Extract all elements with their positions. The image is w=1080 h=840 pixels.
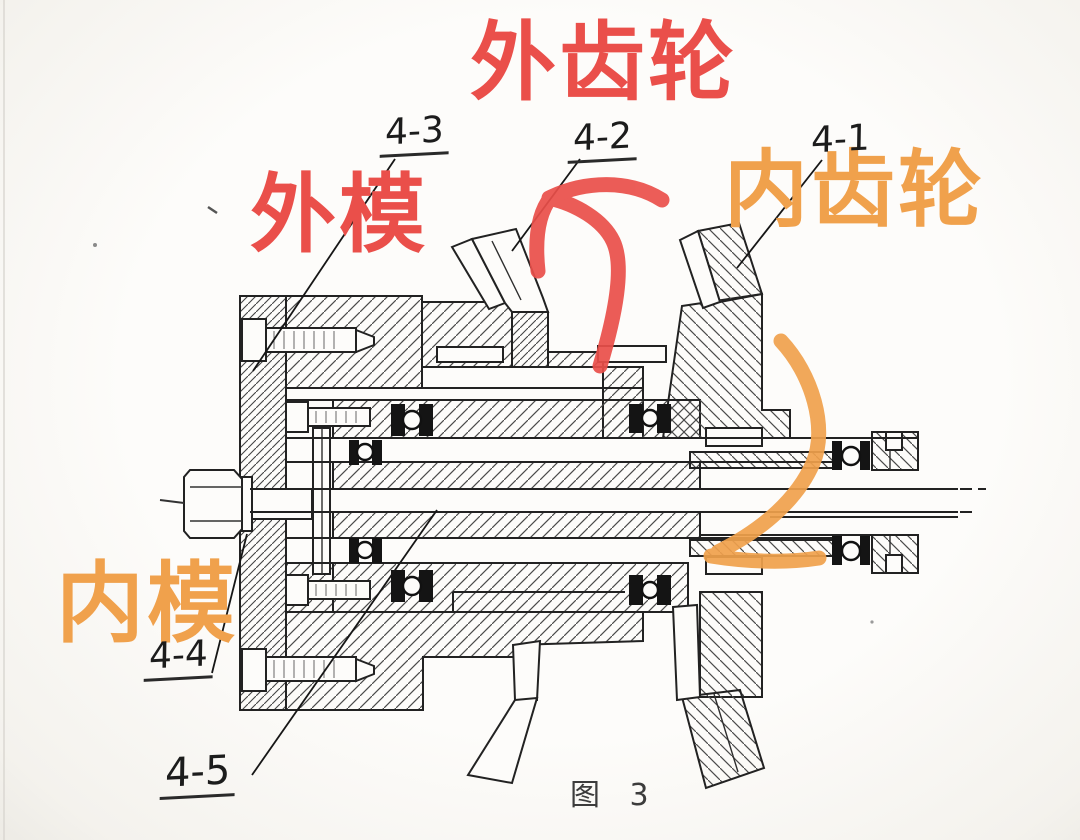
leader-lines bbox=[211, 158, 823, 776]
photo-artifacts bbox=[93, 205, 874, 624]
outer-mold-label: 外模 bbox=[250, 167, 428, 263]
photo-edge-seam bbox=[3, 0, 5, 840]
part-label-4-1: 4-1 bbox=[810, 117, 871, 162]
orange-arrow-icon bbox=[703, 333, 827, 569]
leader-4-4 bbox=[211, 533, 248, 674]
outer-gear-tooth-bottom bbox=[511, 639, 542, 701]
leader-4-3 bbox=[252, 158, 396, 372]
inner-gear-tooth-bottom bbox=[680, 688, 766, 790]
inner-mold-label: 内模 bbox=[56, 554, 239, 653]
outer-gear-label: 外齿轮 bbox=[470, 15, 737, 111]
bearing-balls bbox=[355, 408, 862, 600]
part-label-4-2: 4-2 bbox=[567, 115, 638, 164]
top-bolt-head bbox=[241, 318, 267, 362]
inner-gear-upper-body bbox=[661, 292, 791, 439]
white-parts bbox=[312, 227, 903, 785]
figure-caption: 图 3 bbox=[570, 778, 659, 813]
facet-lines bbox=[321, 240, 891, 773]
hex-bolt-head bbox=[183, 469, 243, 539]
part-label-4-4: 4-4 bbox=[143, 633, 214, 682]
bearings bbox=[349, 404, 870, 605]
red-arrow-icon bbox=[529, 177, 670, 374]
part-label-4-5: 4-5 bbox=[159, 747, 236, 801]
outer-gear-tooth-top bbox=[470, 227, 550, 313]
inner-gear-lower-body bbox=[699, 591, 763, 698]
part-label-4-3: 4-3 bbox=[379, 109, 450, 158]
section-bodies bbox=[239, 221, 919, 790]
thread-ticks bbox=[190, 331, 357, 678]
inner-gear-label: 内齿轮 bbox=[724, 143, 986, 237]
leader-4-5 bbox=[251, 509, 438, 776]
bottom-bolt-head bbox=[241, 648, 267, 692]
leader-4-1 bbox=[736, 159, 823, 269]
